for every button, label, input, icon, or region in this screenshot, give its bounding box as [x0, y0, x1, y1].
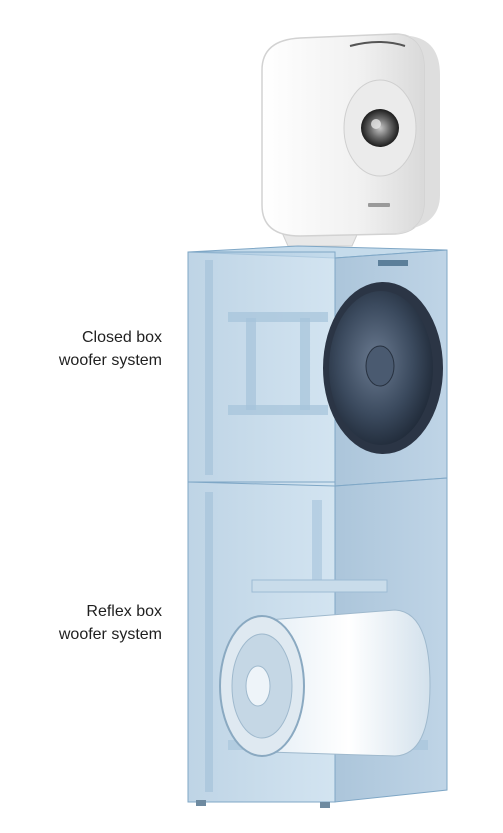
studio-monitor-icon — [261, 33, 440, 247]
reflex-box-label-line2: woofer system — [58, 626, 162, 643]
tweeter-icon — [361, 109, 399, 147]
closed-box-label: Closed box woofer system — [0, 326, 162, 372]
cabinet-badge — [378, 260, 408, 266]
closed-box-woofer-icon — [187, 245, 448, 487]
monitor-logo — [368, 203, 390, 207]
closed-box-label-line2: woofer system — [58, 352, 162, 369]
reflex-box-label-line1: Reflex box — [86, 603, 162, 620]
closed-box-label-line1: Closed box — [81, 329, 162, 346]
port-tube-icon — [267, 609, 431, 757]
reflex-box-woofer-icon — [187, 477, 448, 808]
reflex-box-label: Reflex box woofer system — [0, 600, 162, 646]
